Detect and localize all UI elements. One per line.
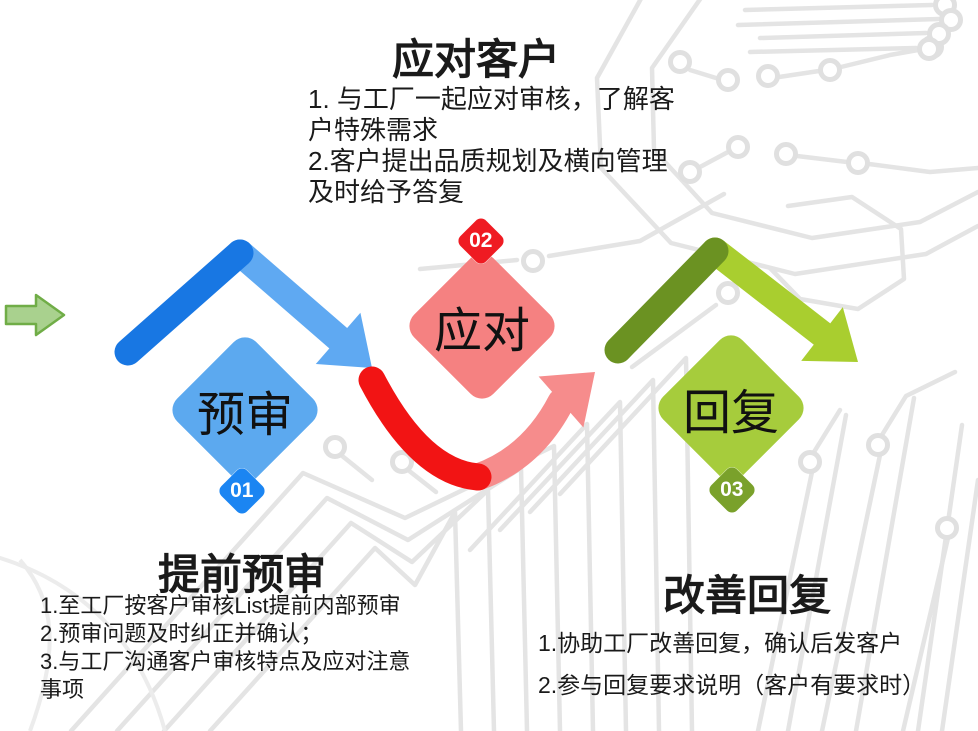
section-details-step3: 1.协助工厂改善回复，确认后发客户 2.参与回复要求说明（客户有要求时） <box>538 622 978 706</box>
arrowhead <box>538 372 595 428</box>
diamond-step3-label: 回复 <box>682 387 779 440</box>
diamond-step2: 应对 <box>402 246 562 406</box>
badge-step2-number: 02 <box>469 228 493 252</box>
diamond-step3: 回复 <box>651 328 811 488</box>
detail-line: 2.参与回复要求说明（客户有要求时） <box>538 672 926 698</box>
arrow-step3-onward <box>604 237 858 364</box>
arrowhead <box>315 312 372 368</box>
section-title-step1: 提前预审 <box>157 551 326 598</box>
section-title-step2: 应对客户 <box>391 36 560 83</box>
detail-line: 3.与工厂沟通客户审核特点及应对注意事项 <box>40 649 411 702</box>
section-details-step2: 1. 与工厂一起应对审核，了解客户特殊需求 2.客户提出品质规划及横向管理及时给… <box>308 84 688 208</box>
detail-line: 1. 与工厂一起应对审核，了解客户特殊需求 <box>308 84 675 145</box>
section-details-step1: 1.至工厂按客户审核List提前内部预审 2.预审问题及时纠正并确认； 3.与工… <box>40 592 412 704</box>
diamond-step1-label: 预审 <box>196 389 293 442</box>
detail-line: 2.预审问题及时纠正并确认； <box>40 621 323 646</box>
section-title-step3: 改善回复 <box>662 572 831 619</box>
arrow-step2-to-step3 <box>358 366 595 491</box>
detail-line: 2.客户提出品质规划及横向管理及时给予答复 <box>308 146 668 207</box>
detail-line: 1.至工厂按客户审核List提前内部预审 <box>40 593 401 618</box>
arrow-step1-to-step2 <box>114 239 372 368</box>
badge-step3-number: 03 <box>720 477 744 501</box>
diamond-step1: 预审 <box>165 330 325 490</box>
detail-line: 1.协助工厂改善回复，确认后发客户 <box>538 630 903 656</box>
badge-step1-number: 01 <box>230 478 254 502</box>
start-arrow-icon <box>4 293 66 337</box>
diamond-step2-label: 应对 <box>433 305 530 358</box>
arrowhead <box>801 307 858 362</box>
